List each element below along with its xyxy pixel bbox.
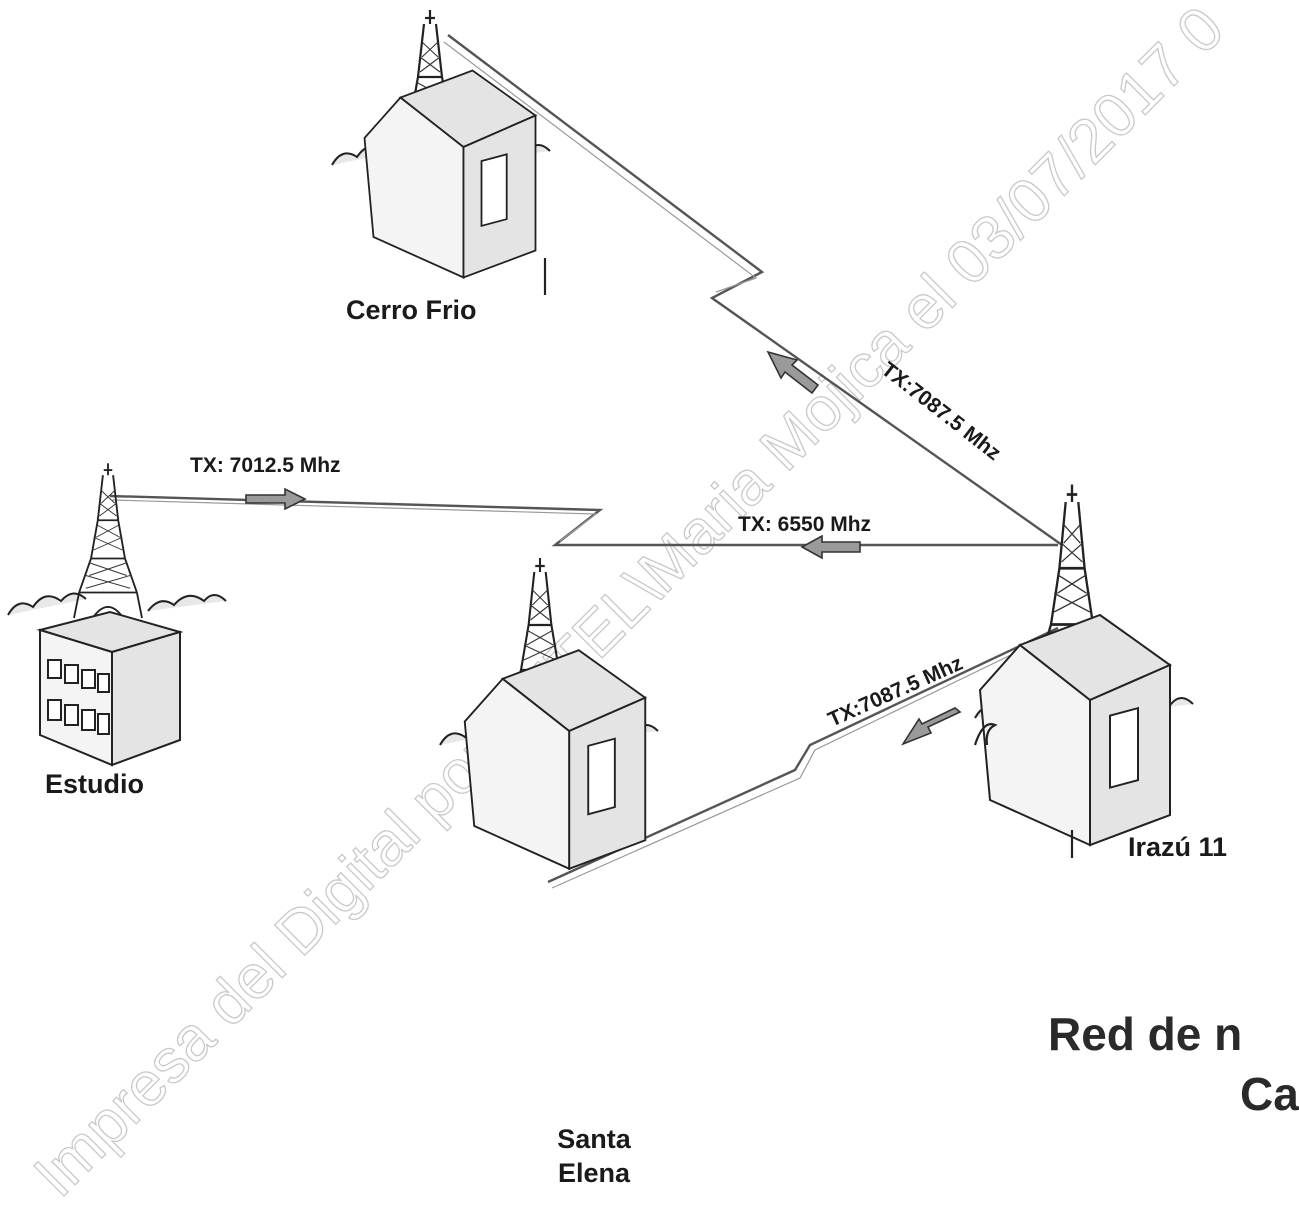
freq-label-estudio-irazu: TX: 7012.5 Mhz [190, 454, 341, 477]
site-label-estudio: Estudio [45, 769, 144, 799]
office-building-icon [40, 612, 180, 765]
arrow-down-left-icon [903, 708, 960, 744]
diagram-title-line1: Red de n [1048, 1008, 1242, 1060]
site-cerro-frio: Cerro Frio [332, 10, 550, 325]
arrow-right-icon [246, 489, 305, 509]
site-irazu: Irazú 11 [975, 485, 1227, 863]
site-label-cerro-frio: Cerro Frio [346, 295, 477, 325]
site-estudio: Estudio [8, 463, 226, 799]
site-label-santa-elena-line2: Elena [558, 1158, 631, 1188]
site-label-santa-elena-line1: Santa [557, 1124, 632, 1154]
link-estudio-irazu [110, 489, 1058, 558]
freq-label-irazu-estudio: TX: 6550 Mhz [738, 513, 871, 536]
arrow-left-icon [802, 536, 860, 558]
diagram-title-line2: Ca [1240, 1068, 1299, 1120]
freq-label-irazu-cerro-frio: TX:7087.5 Mhz [877, 358, 1005, 465]
site-label-irazu: Irazú 11 [1128, 832, 1227, 862]
